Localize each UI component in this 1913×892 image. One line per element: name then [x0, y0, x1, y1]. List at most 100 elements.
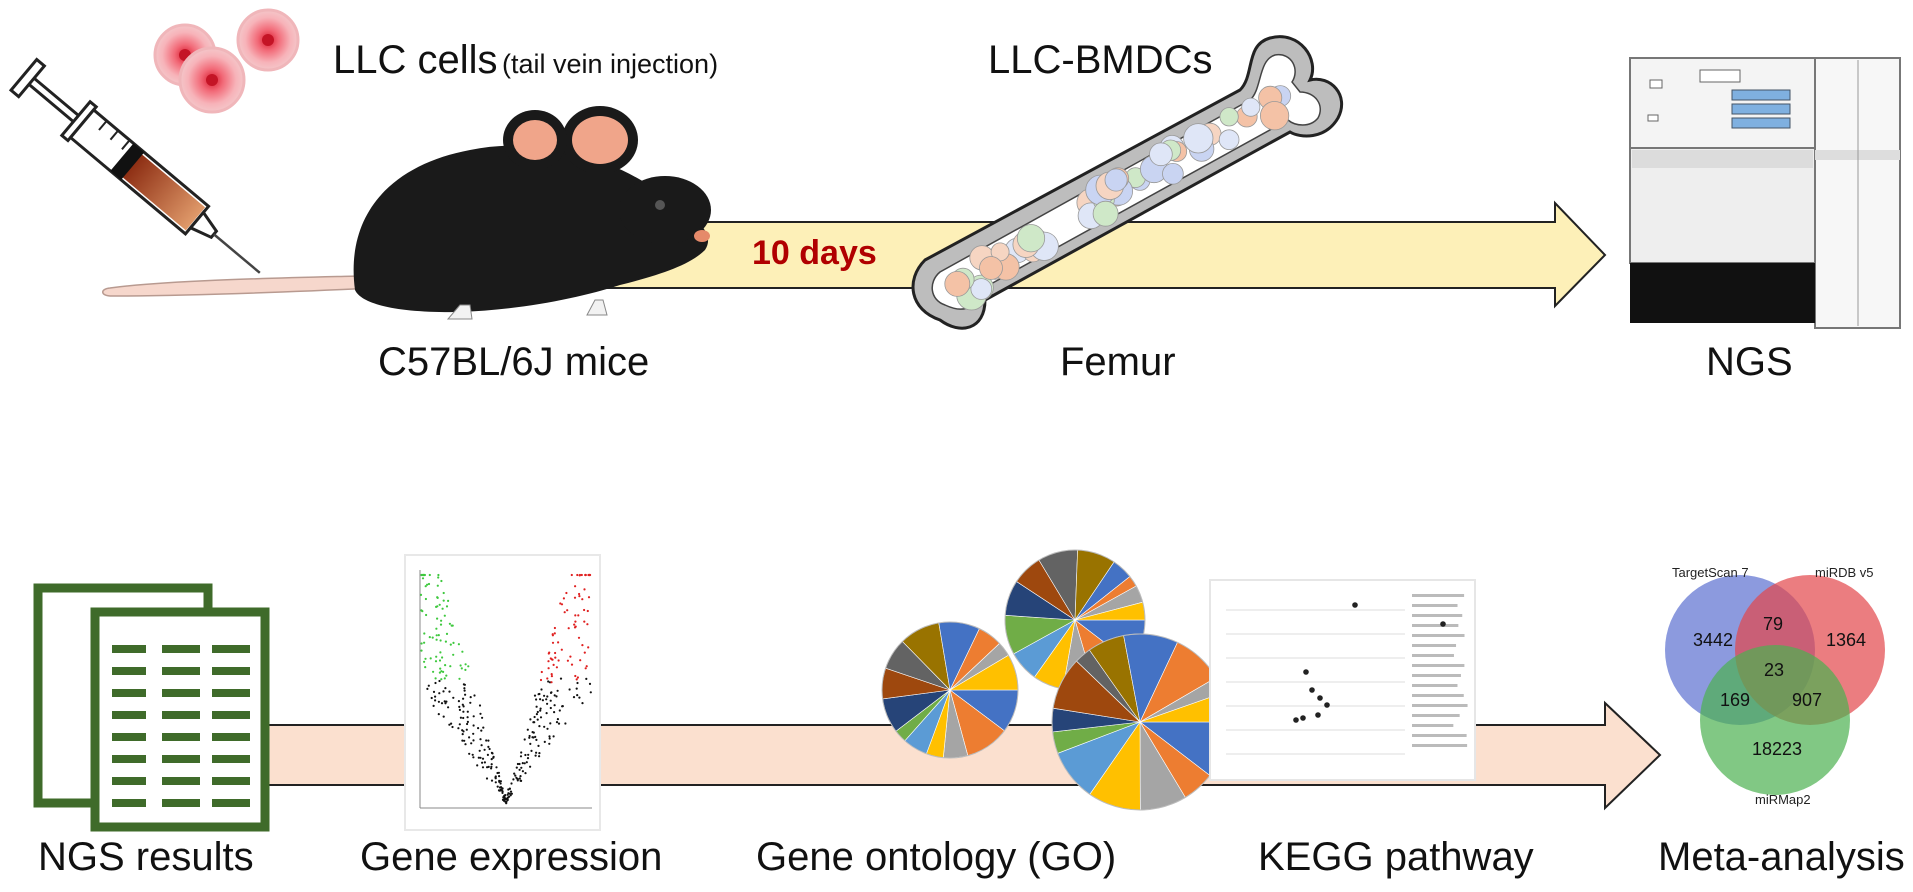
- volcano-point: [580, 573, 583, 577]
- volcano-point: [452, 696, 455, 699]
- kegg-legend-line: [1412, 604, 1458, 607]
- document-line: [162, 777, 200, 785]
- step-gene-ontology: Gene ontology (GO): [756, 835, 1117, 879]
- volcano-point: [557, 722, 561, 725]
- volcano-point: [430, 696, 433, 700]
- volcano-point: [461, 733, 464, 736]
- kegg-legend-line: [1412, 684, 1458, 687]
- volcano-point: [460, 667, 463, 670]
- volcano-point: [585, 677, 588, 681]
- duration-label: 10 days: [752, 234, 877, 272]
- volcano-point: [451, 624, 454, 627]
- venn-bc: 907: [1792, 690, 1822, 710]
- volcano-point: [546, 677, 549, 680]
- volcano-point: [574, 585, 577, 588]
- volcano-point: [553, 711, 556, 714]
- volcano-point: [423, 641, 426, 644]
- volcano-point: [545, 712, 548, 715]
- volcano-point: [547, 652, 550, 655]
- volcano-point: [434, 695, 437, 698]
- volcano-point: [531, 736, 534, 739]
- kegg-legend-line: [1412, 634, 1465, 637]
- document-line: [112, 733, 146, 741]
- volcano-point: [428, 636, 431, 639]
- document-line: [112, 689, 146, 697]
- volcano-point: [558, 709, 561, 712]
- volcano-point: [439, 667, 442, 670]
- volcano-point: [490, 763, 493, 766]
- volcano-point: [560, 603, 564, 606]
- volcano-point: [535, 713, 539, 716]
- venn-set-c-label: miRMap2: [1755, 792, 1811, 807]
- volcano-point: [510, 792, 513, 795]
- volcano-point: [504, 794, 507, 797]
- marrow-cell: [970, 278, 993, 300]
- llc-bmdcs-label: LLC-BMDCs: [988, 38, 1213, 82]
- volcano-point: [516, 777, 519, 780]
- venn-ab: 79: [1763, 614, 1783, 634]
- volcano-point: [457, 643, 460, 646]
- marrow-cell: [1162, 163, 1184, 185]
- volcano-point: [535, 751, 538, 754]
- volcano-point: [562, 597, 566, 600]
- volcano-point: [448, 622, 451, 625]
- volcano-point: [481, 716, 484, 719]
- volcano-point: [467, 665, 470, 668]
- marrow-cell: [1104, 168, 1128, 192]
- volcano-point: [540, 670, 543, 674]
- volcano-point: [443, 700, 446, 703]
- volcano-point: [496, 771, 499, 775]
- volcano-point: [577, 614, 580, 617]
- volcano-point: [560, 648, 563, 651]
- volcano-point: [491, 752, 494, 755]
- venn-abc: 23: [1764, 660, 1784, 680]
- volcano-point: [539, 716, 543, 719]
- volcano-point: [423, 573, 426, 577]
- volcano-point: [520, 751, 523, 754]
- venn-set-b-label: miRDB v5: [1815, 565, 1874, 580]
- volcano-point: [482, 726, 485, 729]
- document-line: [162, 711, 200, 719]
- volcano-point: [556, 718, 560, 721]
- volcano-point: [578, 595, 581, 598]
- volcano-point: [586, 623, 589, 626]
- volcano-point: [479, 738, 482, 741]
- volcano-point: [549, 691, 553, 695]
- volcano-point: [518, 768, 521, 771]
- volcano-point: [432, 704, 435, 708]
- kegg-point: [1352, 602, 1358, 608]
- volcano-point: [518, 762, 521, 766]
- document-line: [112, 711, 146, 719]
- volcano-point: [437, 576, 440, 579]
- volcano-point: [465, 728, 468, 731]
- volcano-point: [458, 723, 461, 726]
- volcano-point: [523, 762, 526, 765]
- volcano-point: [436, 596, 439, 600]
- volcano-point: [437, 700, 440, 703]
- kegg-point: [1303, 669, 1309, 675]
- volcano-point: [463, 739, 466, 742]
- volcano-point: [559, 677, 563, 680]
- volcano-point: [443, 677, 446, 680]
- volcano-point: [434, 677, 437, 680]
- volcano-point: [424, 597, 427, 601]
- venn-set-a-label: TargetScan 7: [1672, 565, 1749, 580]
- volcano-point: [546, 702, 549, 705]
- volcano-point: [438, 692, 441, 695]
- volcano-point: [529, 742, 532, 746]
- volcano-point: [445, 674, 448, 677]
- kegg-point: [1309, 687, 1315, 693]
- volcano-point: [466, 710, 469, 713]
- volcano-point: [496, 785, 499, 788]
- volcano-point: [549, 699, 552, 702]
- volcano-point: [556, 689, 559, 692]
- volcano-point: [536, 710, 539, 714]
- volcano-point: [425, 613, 428, 617]
- volcano-point: [452, 653, 455, 656]
- document-line: [162, 667, 200, 675]
- volcano-point: [445, 605, 449, 608]
- volcano-point: [438, 671, 441, 674]
- volcano-point: [574, 674, 577, 678]
- volcano-point: [443, 614, 446, 617]
